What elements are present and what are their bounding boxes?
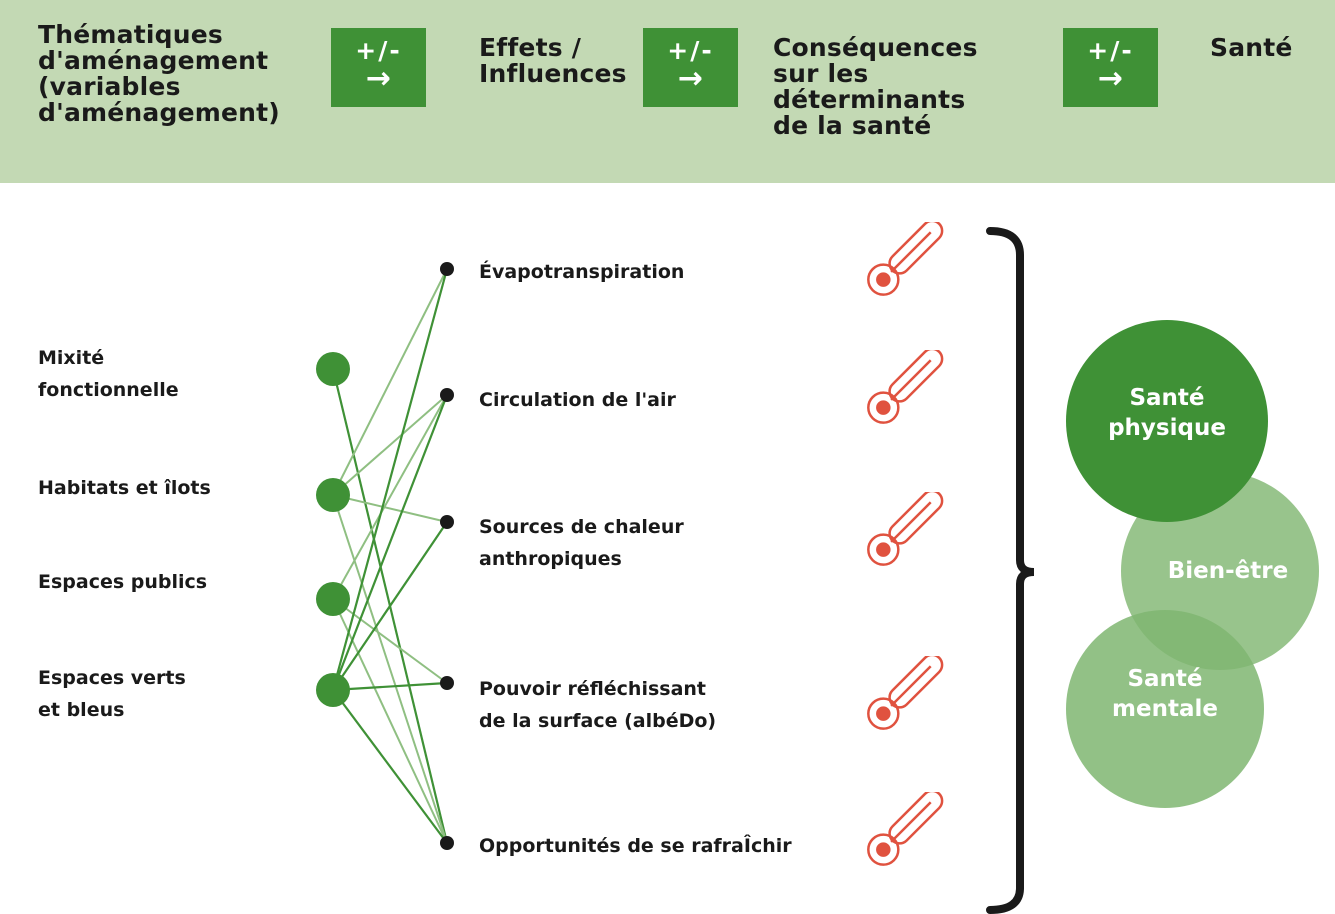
effect-dot (440, 388, 454, 402)
theme-node (316, 478, 350, 512)
effect-label-circulation-air: Circulation de l'air (479, 389, 676, 411)
effect-dot (440, 836, 454, 850)
theme-label-mixite: Mixité fonctionnelle (38, 347, 179, 401)
header-consequences-title: Conséquences sur les déterminants de la … (773, 33, 978, 140)
grouping-brace (986, 227, 1035, 914)
link-line (332, 598, 448, 684)
thermometer-icon (867, 492, 944, 566)
theme-label-espaces-verts: Espaces verts et bleus (38, 667, 186, 721)
effect-label-albedo: Pouvoir réfléchissant de la surface (alb… (479, 678, 717, 732)
link-line (331, 394, 449, 691)
thermometer-icon (867, 792, 944, 866)
effect-label-rafraichir: Opportunités de se rafraÎchir (479, 835, 792, 857)
effect-label-evapotranspiration: Évapotranspiration (479, 261, 685, 283)
plus-minus-badge-3: +/- → (1063, 28, 1158, 107)
link-line (332, 521, 448, 691)
header-health-title: Santé (1210, 33, 1293, 62)
bubble-sante-physique-label: Santé physique (1108, 385, 1226, 441)
arrow-right-icon: → (1097, 61, 1124, 96)
thermometer-icon (867, 350, 944, 424)
link-line (332, 494, 448, 523)
link-line (331, 268, 449, 691)
theme-label-espaces-publics: Espaces publics (38, 571, 208, 593)
badge-symbol: +/- (355, 36, 402, 65)
theme-node (316, 352, 350, 386)
link-line (332, 494, 448, 844)
link-group (331, 268, 449, 844)
effect-dot (440, 515, 454, 529)
link-line (332, 598, 448, 844)
link-line (332, 394, 448, 496)
link-line (332, 394, 448, 600)
badge-symbol: +/- (667, 36, 714, 65)
thermometer-icon (867, 222, 944, 296)
bubble-sante-mentale-label: Santé mentale (1112, 666, 1218, 722)
bubble-bien-etre-label: Bien-être (1167, 558, 1289, 584)
effect-dot (440, 676, 454, 690)
plus-minus-badge-1: +/- → (331, 28, 426, 107)
header-themes-title: Thématiques d'aménagement (variables d'a… (38, 20, 280, 127)
thermometer-icon (867, 656, 944, 730)
effect-dot (440, 262, 454, 276)
header-effects-title: Effets / Influences (479, 33, 627, 88)
bubble-sante-mentale: Santé mentale (1066, 610, 1264, 808)
effect-label-sources-chaleur: Sources de chaleur anthropiques (479, 516, 684, 570)
header-band: Thématiques d'aménagement (variables d'a… (0, 0, 1335, 183)
bubble-sante-physique: Santé physique (1066, 320, 1268, 522)
arrow-right-icon: → (365, 61, 392, 96)
link-line (332, 681, 448, 692)
theme-label-habitats: Habitats et îlots (38, 477, 211, 499)
badge-symbol: +/- (1087, 36, 1134, 65)
node-group (316, 262, 454, 850)
link-line (332, 689, 448, 844)
theme-node (316, 582, 350, 616)
theme-node (316, 673, 350, 707)
link-line (332, 268, 448, 496)
arrow-right-icon: → (677, 61, 704, 96)
plus-minus-badge-2: +/- → (643, 28, 738, 107)
